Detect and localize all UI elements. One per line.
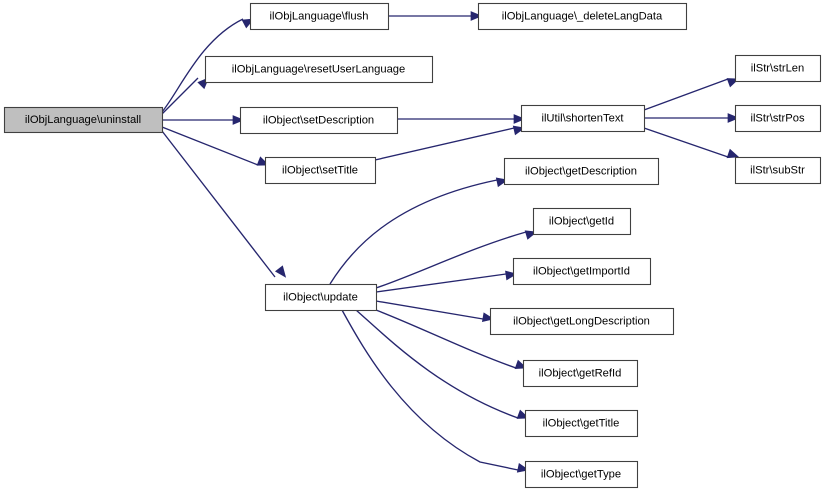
edge-line (161, 77, 199, 115)
node-label: ilObject\getLongDescription (513, 315, 650, 327)
node-box[interactable] (734, 104, 822, 133)
node-label: ilObjLanguage\flush (270, 10, 369, 22)
edge-shortenText-to-strLen (643, 78, 740, 111)
node-label: ilObject\getDescription (525, 165, 637, 177)
node-label: ilObjLanguage\resetUserLanguage (232, 63, 406, 75)
node-resetUserLanguage[interactable]: ilObjLanguage\resetUserLanguage (204, 55, 434, 84)
arrow-head-icon (727, 113, 740, 123)
node-getType[interactable]: ilObject\getType (524, 460, 639, 489)
node-box[interactable] (503, 157, 660, 186)
node-uninstall[interactable]: ilObjLanguage\uninstall (3, 106, 164, 134)
node-strLen[interactable]: ilStr\strLen (734, 54, 822, 83)
node-label: ilObject\getRefId (539, 367, 622, 379)
node-box[interactable] (249, 2, 390, 31)
edge-line (375, 300, 484, 320)
node-label: ilStr\subStr (750, 164, 805, 176)
edge-flush-to-deleteLangData (388, 11, 483, 21)
edge-line (643, 78, 729, 111)
node-getId[interactable]: ilObject\getId (532, 207, 632, 236)
arrow-head-icon (232, 115, 245, 125)
edge-update-to-getLongDescription (375, 300, 495, 323)
node-box[interactable] (264, 283, 378, 312)
arrow-head-icon (274, 265, 287, 278)
edge-line (355, 309, 519, 419)
node-label: ilObject\setDescription (263, 114, 374, 126)
edge-line (643, 127, 729, 158)
node-setTitle[interactable]: ilObject\setTitle (264, 156, 377, 185)
edge-line (161, 126, 259, 166)
edge-update-to-getDescription (329, 177, 509, 285)
node-getImportId[interactable]: ilObject\getImportId (512, 257, 652, 286)
node-box[interactable] (522, 359, 639, 388)
node-box[interactable] (3, 106, 164, 134)
arrow-head-icon (726, 148, 740, 159)
edge-line (341, 309, 519, 471)
node-label: ilObjLanguage\uninstall (25, 114, 141, 126)
node-box[interactable] (489, 307, 675, 336)
edge-line (375, 309, 517, 369)
node-label: ilObject\setTitle (282, 164, 358, 176)
edge-shortenText-to-strPos (644, 113, 740, 123)
node-update[interactable]: ilObject\update (264, 283, 378, 312)
node-getRefId[interactable]: ilObject\getRefId (522, 359, 639, 388)
node-shortenText[interactable]: ilUtil\shortenText (520, 104, 646, 133)
node-box[interactable] (477, 2, 688, 31)
node-label: ilObject\getTitle (543, 417, 620, 429)
node-box[interactable] (512, 257, 652, 286)
edge-line (161, 18, 244, 113)
node-label: ilObject\update (283, 291, 358, 303)
node-getDescription[interactable]: ilObject\getDescription (503, 157, 660, 186)
node-box[interactable] (239, 106, 399, 135)
edge-line (161, 130, 276, 278)
edge-setDescription-to-shortenText (397, 114, 526, 124)
node-label: ilStr\strLen (751, 62, 804, 74)
node-setDescription[interactable]: ilObject\setDescription (239, 106, 399, 135)
node-label: ilObject\getImportId (533, 265, 630, 277)
node-deleteLangData[interactable]: ilObjLanguage\_deleteLangData (477, 2, 688, 31)
edge-line (329, 179, 498, 285)
node-box[interactable] (204, 55, 434, 84)
node-label: ilObject\getId (549, 215, 614, 227)
node-box[interactable] (520, 104, 646, 133)
arrow-head-icon (470, 11, 483, 21)
edge-line (375, 231, 527, 289)
edge-update-to-getImportId (375, 270, 518, 293)
node-label: ilUtil\shortenText (541, 112, 624, 124)
node-box[interactable] (524, 409, 639, 438)
node-getLongDescription[interactable]: ilObject\getLongDescription (489, 307, 675, 336)
edge-shortenText-to-subStr (643, 127, 740, 159)
node-label: ilStr\strPos (750, 112, 804, 124)
arrow-head-icon (513, 114, 526, 124)
node-label: ilObject\getType (541, 468, 621, 480)
node-box[interactable] (734, 54, 822, 83)
node-box[interactable] (532, 207, 632, 236)
arrow-head-icon (505, 270, 518, 281)
edge-line (374, 127, 515, 161)
node-getTitle[interactable]: ilObject\getTitle (524, 409, 639, 438)
node-box[interactable] (734, 156, 822, 185)
node-flush[interactable]: ilObjLanguage\flush (249, 2, 390, 31)
node-box[interactable] (524, 460, 639, 489)
node-subStr[interactable]: ilStr\subStr (734, 156, 822, 185)
edge-uninstall-to-resetUserLanguage (161, 77, 210, 115)
node-label: ilObjLanguage\_deleteLangData (502, 10, 663, 22)
node-strPos[interactable]: ilStr\strPos (734, 104, 822, 133)
edge-uninstall-to-setDescription (162, 115, 245, 125)
edge-uninstall-to-update (161, 130, 287, 278)
nodes-layer: ilObjLanguage\uninstall ilObjLanguage\flu… (3, 2, 822, 489)
edge-line (375, 273, 507, 293)
node-box[interactable] (264, 156, 377, 185)
